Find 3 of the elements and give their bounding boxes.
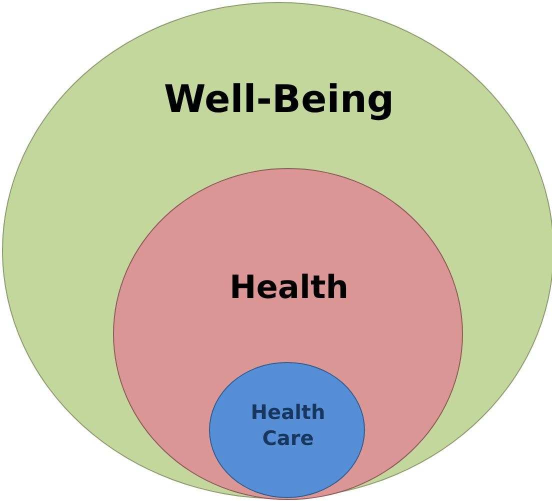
node-label: Well-Being: [162, 76, 396, 123]
node-label: Health Care: [250, 399, 326, 451]
node-label: Health: [228, 267, 350, 308]
